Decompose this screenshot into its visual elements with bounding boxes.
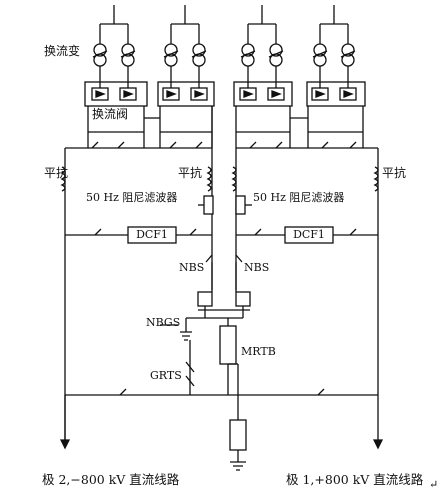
upper-disconnector-row <box>65 141 378 149</box>
dc-filter-left-label: DCF1 <box>136 228 168 241</box>
converter-group-1 <box>84 5 148 148</box>
converter-transformer-label: 换流变 <box>44 44 81 58</box>
bottom-bus <box>65 388 378 471</box>
valve-bypass-lines <box>88 106 363 148</box>
pole-2-main-line <box>59 148 71 450</box>
grts-label: GRTS <box>150 369 182 382</box>
converter-group-2 <box>157 5 215 148</box>
pole-2-line-label: 极 2,−800 kV 直流线路 <box>42 472 180 487</box>
nbgs-label: NBGS <box>146 316 181 329</box>
pole-1-line-label: 极 1,+800 kV 直流线路 <box>286 472 424 487</box>
converter-valve-label: 换流阀 <box>92 107 129 121</box>
smoothing-reactor-right-label: 平抗 <box>382 166 407 180</box>
damping-filter-right-label: 50 Hz 阻尼滤波器 <box>253 191 345 204</box>
converter-group-3 <box>233 5 293 148</box>
neutral-bus <box>160 306 250 395</box>
nbs-right-label: NBS <box>244 261 270 274</box>
mrtb-label: MRTB <box>241 345 276 358</box>
smoothing-reactor-left-label: 平抗 <box>44 166 69 180</box>
damping-filter-left-label: 50 Hz 阻尼滤波器 <box>86 191 178 204</box>
nbs-switches <box>197 254 251 307</box>
pole-1-main-line <box>372 148 384 450</box>
nbs-left-label: NBS <box>179 261 205 274</box>
converter-group-4 <box>306 5 366 148</box>
smoothing-reactor-mid-label: 平抗 <box>178 166 203 180</box>
dc-filter-row <box>65 226 378 244</box>
dc-filter-right-label: DCF1 <box>293 228 325 241</box>
corner-mark: ↵ <box>429 478 439 491</box>
